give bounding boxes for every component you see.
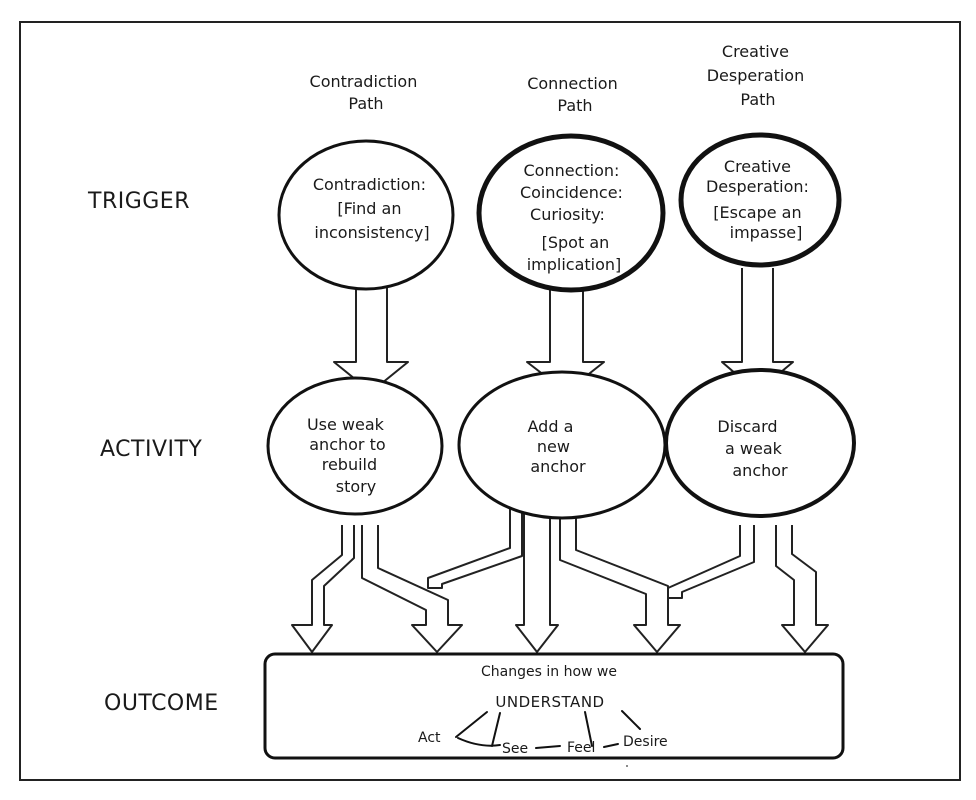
branch-arrow — [361, 525, 463, 653]
outcome-understand: UNDERSTAND — [495, 693, 604, 711]
trigger-to-activity-arrows — [333, 268, 794, 393]
trigger-row-label: TRIGGER — [87, 189, 190, 214]
creative-desperation-path-title: Creative Desperation Path — [707, 42, 810, 109]
activity-node-discard-anchor — [664, 368, 856, 518]
outcome-box — [263, 652, 845, 760]
contradiction-path-title: Contradiction Path — [310, 72, 423, 113]
trigger-node-contradiction — [277, 139, 455, 291]
outcome-word-act: Act — [418, 730, 441, 746]
stray-dot — [626, 765, 628, 767]
down-arrow — [333, 275, 409, 393]
trigger-node-creative-desperation — [678, 132, 842, 268]
outcome-connectors — [455, 710, 641, 749]
activity-row-label: ACTIVITY — [100, 437, 202, 462]
outcome-title: Changes in how we — [481, 664, 617, 680]
connection-path-title: Connection Path — [527, 74, 623, 115]
activity-to-outcome-arrows — [291, 500, 829, 653]
outcome-word-see: See — [502, 741, 528, 757]
connector-line — [584, 711, 593, 747]
connector-line — [455, 711, 488, 738]
connector-line — [457, 737, 501, 747]
branch-arrow — [667, 525, 755, 599]
connector-line — [491, 712, 501, 747]
activity-text-add-anchor: Add a new anchor — [528, 417, 587, 476]
connector-line — [603, 743, 619, 748]
connector-line — [621, 710, 641, 730]
branch-arrow — [559, 505, 681, 653]
activity-text-discard-anchor: Discard a weak anchor — [717, 417, 788, 480]
trigger-text-connection: Connection: Coincidence: Curiosity: [Spo… — [520, 161, 628, 274]
trigger-text-contradiction: Contradiction: [Find an inconsistency] — [313, 175, 431, 242]
trigger-text-creative-desperation: Creative Desperation: [Escape an impasse… — [706, 157, 814, 242]
activity-text-rebuild-story: Use weak anchor to rebuild story — [307, 415, 391, 496]
outcome-word-feel: Feel — [567, 740, 595, 756]
diagram-frame — [19, 21, 961, 781]
connector-line — [535, 745, 561, 749]
trigger-node-connection — [476, 133, 666, 293]
branch-arrow — [427, 500, 523, 589]
branch-arrow — [291, 525, 355, 653]
outcome-word-desire: Desire — [623, 734, 668, 750]
activity-node-rebuild-story — [266, 376, 444, 516]
branch-arrow — [775, 525, 829, 653]
outcome-row-label: OUTCOME — [104, 691, 219, 716]
down-arrow — [515, 505, 559, 653]
